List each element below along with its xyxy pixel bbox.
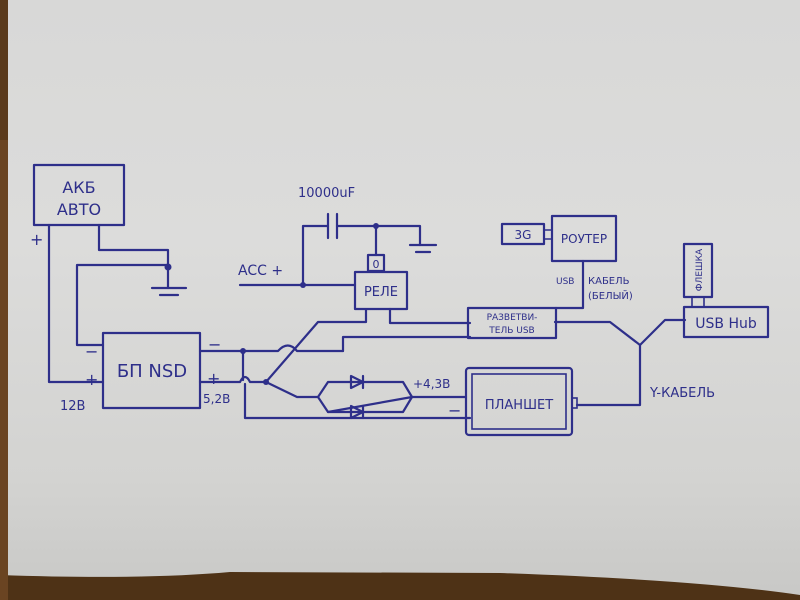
usb-hub-label: USB Hub [695,316,757,332]
router-block: РОУТЕР [550,214,618,263]
wire-psu-ground [75,263,170,347]
wire-tablet-minus [243,382,472,420]
wire-minus-to-splitter [341,335,472,353]
tablet-port [571,397,578,409]
psu-in-plus: + [85,370,98,389]
table-left-edge [0,140,8,600]
wire-battery-plus [47,223,105,384]
psu-block: БП NSD − + 12В − + 5,2В [60,331,230,414]
usb-splitter-box [466,306,558,340]
psu-out-voltage: 5,2В [203,392,230,406]
battery-plus-sign: + [30,230,43,249]
wire-plus-to-diodes [264,380,320,399]
relay-coil-label: 0 [373,258,380,271]
psu-label: БП NSD [117,361,187,382]
wire-battery-minus [97,223,170,270]
modem-block: 3G [500,222,553,246]
flash-drive-block: ФЛЕШКА [682,242,714,308]
diode-pair [316,374,414,420]
usb-cable-label-right-1: КАБЕЛЬ [588,276,630,287]
wire-relay-to-splitter [388,307,472,325]
tablet-minus-label: − [448,401,461,420]
diode-icon [349,374,365,390]
table-surface [0,572,800,600]
router-label: РОУТЕР [561,232,607,246]
battery-label-1: АКБ [62,178,95,197]
usb-cable-label-left: USB [556,277,574,287]
psu-out-minus: − [208,335,221,354]
y-cable-label: Y-КАБЕЛЬ [649,386,715,401]
wire-y-cable [553,318,687,347]
relay-box [353,270,409,311]
usb-hub-box [682,305,770,339]
psu-in-minus: − [85,342,98,361]
psu-out-plus: + [207,369,220,388]
battery-block: АКБ АВТО + [30,163,126,249]
psu-box [101,331,202,410]
usb-splitter-block: РАЗВЕТВИ- ТЕЛЬ USB [466,306,558,340]
battery-box [32,163,126,227]
acc-label: ACC + [238,263,283,279]
usb-splitter-label-2: ТЕЛЬ USB [488,326,534,336]
psu-in-voltage: 12В [60,399,85,414]
wire-usb-cable [554,259,585,310]
flash-drive-box [682,242,714,299]
diode-icon [349,404,365,420]
ground-symbol [150,266,188,297]
tablet-screen [471,373,567,430]
tablet-label: ПЛАНШЕТ [485,398,553,413]
relay-label: РЕЛЕ [364,285,398,300]
paper-sheet [8,0,800,600]
tablet-plus-label: +4,3В [413,377,450,391]
wire-psu-minus [198,344,345,353]
junction-dot [300,282,306,288]
usb-hub-block: USB Hub [682,305,770,339]
tablet-block: ПЛАНШЕТ [464,366,578,437]
capacitor-label: 10000uF [298,186,355,201]
battery-label-2: АВТО [57,200,101,219]
modem-box [500,222,546,246]
wire-y-cable-tablet [575,343,642,407]
wire-plus-to-relay [264,308,368,384]
relay-block: РЕЛЕ [353,270,409,311]
usb-splitter-label-1: РАЗВЕТВИ- [487,313,538,323]
wire-psu-plus [198,375,268,384]
usb-cable-label-right-2: (БЕЛЫЙ) [588,289,633,302]
ground-symbol [408,243,438,254]
capacitor-symbol [301,212,422,287]
flash-drive-label: ФЛЕШКА [695,248,705,291]
modem-label: 3G [515,228,532,242]
